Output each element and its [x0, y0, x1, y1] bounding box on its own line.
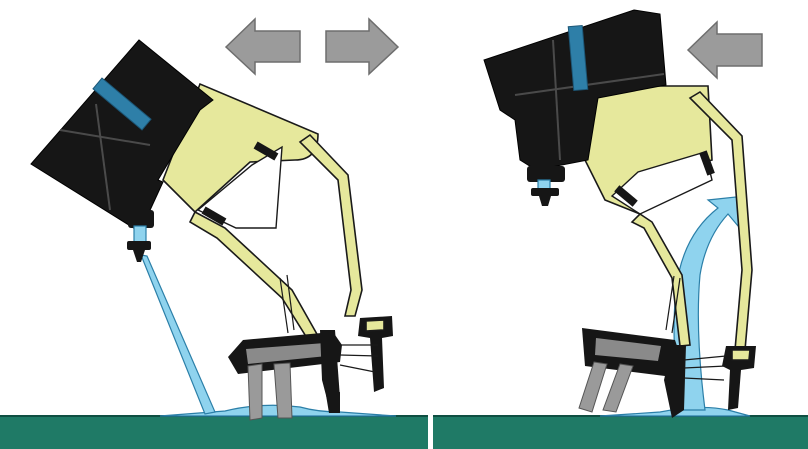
front-arm-right	[632, 214, 690, 346]
spray-nozzle-right	[527, 166, 565, 206]
brush-bristles-left-1	[248, 364, 262, 420]
panel-right	[484, 10, 762, 418]
suction-tube-left	[300, 135, 362, 316]
spray-nozzle-left	[127, 210, 154, 262]
front-arm-left	[190, 212, 322, 346]
floor-right	[433, 416, 808, 449]
brush-bristles-right-1	[579, 362, 607, 412]
brush-bristles-right-2	[603, 364, 633, 412]
panel-divider	[428, 408, 433, 449]
arrow-left-icon	[226, 19, 300, 74]
arrow-left-icon	[688, 22, 762, 78]
spray-jet-left	[141, 255, 215, 414]
arrow-right-icon	[326, 19, 398, 74]
floor-left	[0, 416, 428, 449]
panel-left	[31, 19, 398, 420]
squeegee-blade-left	[340, 316, 393, 392]
